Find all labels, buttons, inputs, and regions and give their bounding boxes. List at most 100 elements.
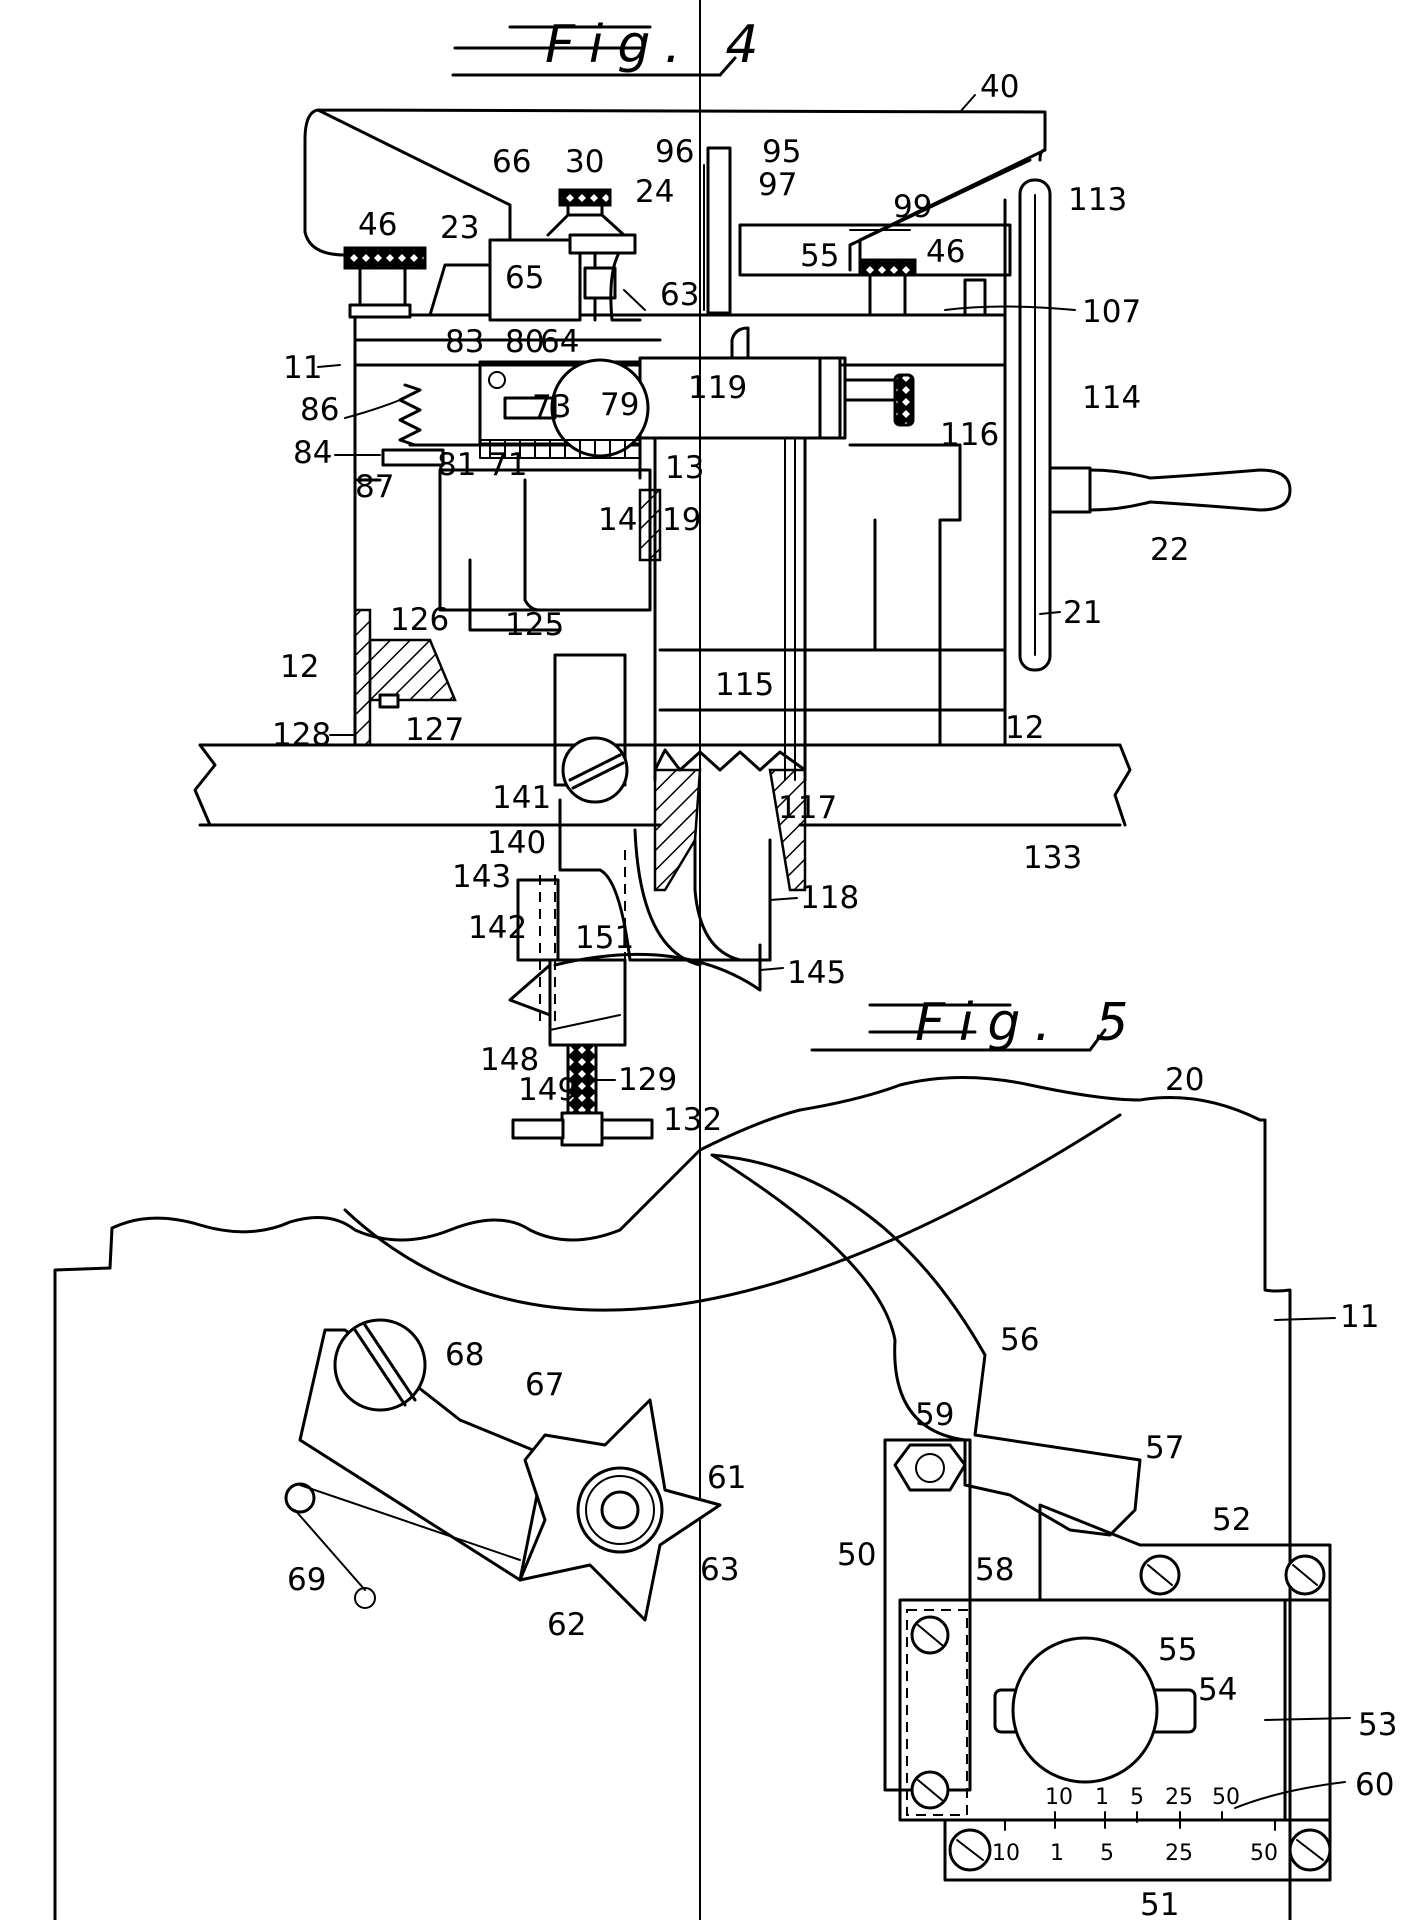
figure-4-labels: 40 30 96 95 66 24 97 113 99 46 23 65 55 … [272,69,1189,1138]
label-14: 14 [598,502,637,538]
label-53: 53 [1358,1707,1397,1743]
label-54: 54 [1198,1672,1237,1708]
label-99: 99 [893,189,932,225]
label-64: 64 [540,324,579,360]
label-19: 19 [662,502,701,538]
label-68: 68 [445,1337,484,1373]
knob-116 [893,373,915,427]
lower-scale-25: 25 [1165,1841,1193,1866]
upper-scale-50: 50 [1212,1785,1240,1810]
label-107: 107 [1082,294,1141,330]
label-21: 21 [1063,595,1102,631]
label-125: 125 [505,607,564,643]
blade-arc-20 [343,1113,1122,1312]
label-115: 115 [715,667,774,703]
spring-86 [398,383,422,447]
figure-5-title: Fig. 5 [810,993,1143,1053]
label-127: 127 [405,712,464,748]
label-143: 143 [452,859,511,895]
label-96: 96 [655,134,694,170]
label-142: 142 [468,910,527,946]
label-148: 148 [480,1042,539,1078]
label-118: 118 [800,880,859,916]
lower-scale-1: 1 [1050,1841,1064,1866]
label-83: 83 [445,324,484,360]
handle-22 [1088,468,1292,512]
label-57: 57 [1145,1430,1184,1466]
label-149: 149 [518,1072,577,1108]
label-126: 126 [390,602,449,638]
shaft-62 [600,1490,640,1530]
label-46-left: 46 [358,207,397,243]
spring-69 [294,1484,521,1591]
label-129: 129 [618,1062,677,1098]
upper-scale-1: 1 [1095,1785,1109,1810]
figure-5: Fig. 5 [53,0,1397,1920]
label-95: 95 [762,134,801,170]
scale-ticks [1004,1811,1276,1831]
label-58: 58 [975,1552,1014,1588]
label-65: 65 [505,260,544,296]
label-145: 145 [787,955,846,991]
block-50 [883,1438,972,1792]
label-116: 116 [940,417,999,453]
knob-30 [558,188,612,207]
label-81: 81 [437,447,476,483]
screw-141 [561,736,629,804]
label-140: 140 [487,825,546,861]
label-97: 97 [758,167,797,203]
label-80: 80 [505,324,544,360]
gear-73 [550,358,650,458]
figure-5-title-text: Fig. 5 [915,993,1143,1053]
label-11: 11 [283,350,322,386]
figure-5-labels: 20 11 56 68 67 59 57 61 50 52 63 58 69 6… [287,1062,1397,1920]
upper-scale: 10 1 5 25 50 [1045,1785,1240,1810]
label-52: 52 [1212,1502,1251,1538]
label-151: 151 [575,920,634,956]
label-23: 23 [440,210,479,246]
label-40: 40 [980,69,1019,105]
label-60: 60 [1355,1767,1394,1803]
block-65 [488,238,582,322]
label-79: 79 [600,387,639,423]
figure-4-title: Fig. 4 [451,15,773,77]
label-55: 55 [1158,1632,1197,1668]
slab-133 [193,743,1132,827]
label-63: 63 [700,1552,739,1588]
frame-body-11 [53,1076,1292,1920]
upper-scale-25: 25 [1165,1785,1193,1810]
label-117: 117 [778,790,837,826]
lower-scale-50: 50 [1250,1841,1278,1866]
label-50: 50 [837,1537,876,1573]
label-133: 133 [1023,840,1082,876]
label-63: 63 [660,277,699,313]
label-87: 87 [355,469,394,505]
label-66: 66 [492,144,531,180]
label-13: 13 [665,450,704,486]
knob-46-left [343,246,427,270]
lower-scale: 10 1 5 25 50 [992,1841,1278,1866]
label-128: 128 [272,717,331,753]
label-20: 20 [1165,1062,1204,1098]
label-12-left: 12 [280,649,319,685]
label-132: 132 [663,1102,722,1138]
disc-55 [1011,1636,1159,1784]
label-46-right: 46 [926,234,965,270]
label-67: 67 [525,1367,564,1403]
shaft-95 [706,146,732,315]
label-69: 69 [287,1562,326,1598]
lower-scale-5: 5 [1100,1841,1114,1866]
label-61: 61 [707,1460,746,1496]
label-119: 119 [688,370,747,406]
label-113: 113 [1068,182,1127,218]
label-114: 114 [1082,380,1141,416]
label-12-right: 12 [1005,710,1044,746]
label-22: 22 [1150,532,1189,568]
label-30: 30 [565,144,604,180]
label-11: 11 [1340,1299,1379,1335]
label-24: 24 [635,174,674,210]
figure-4-title-text: Fig. 4 [545,15,773,75]
upper-scale-5: 5 [1130,1785,1144,1810]
label-71: 71 [488,447,527,483]
